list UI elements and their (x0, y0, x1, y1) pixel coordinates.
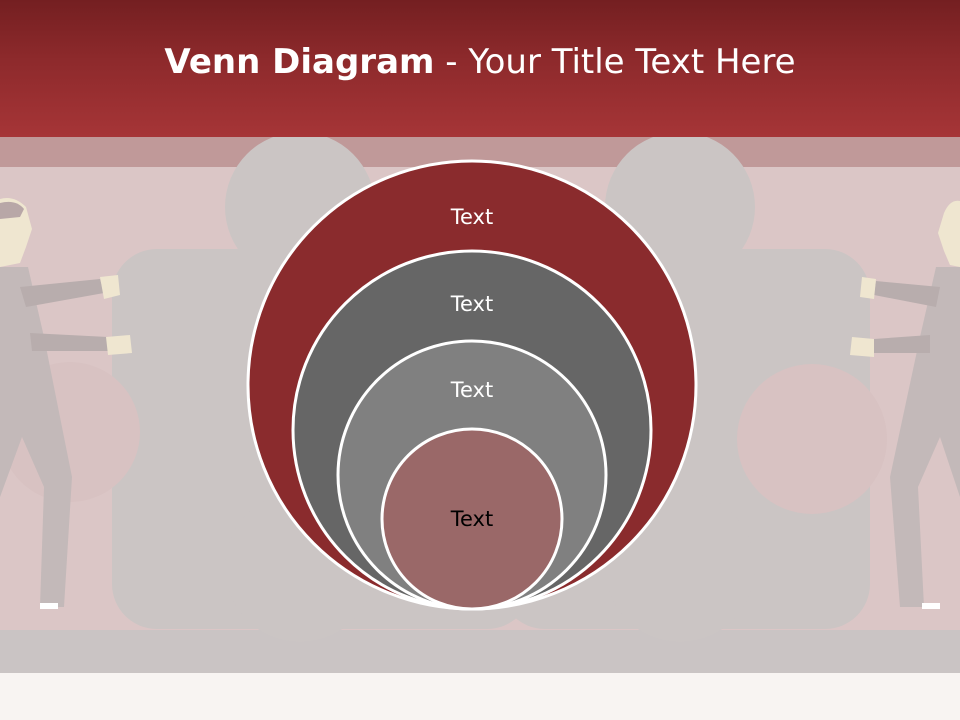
venn-label-3: Text (450, 378, 493, 402)
venn-label-2: Text (450, 292, 493, 316)
venn-circle-4 (380, 427, 564, 611)
slide-title-rest: - Your Title Text Here (434, 42, 796, 82)
title-bar: Venn Diagram - Your Title Text Here (0, 0, 960, 137)
right-notch (737, 364, 887, 514)
right-businessman-figure (850, 200, 960, 609)
left-businessman-figure (0, 198, 132, 609)
venn-circle-inner (380, 427, 564, 611)
venn-label-1: Text (450, 205, 493, 229)
slide-title-bold: Venn Diagram (164, 42, 435, 82)
floor-band (0, 630, 960, 673)
slide-title: Venn Diagram - Your Title Text Here (0, 40, 960, 84)
venn-label-4: Text (450, 507, 493, 531)
